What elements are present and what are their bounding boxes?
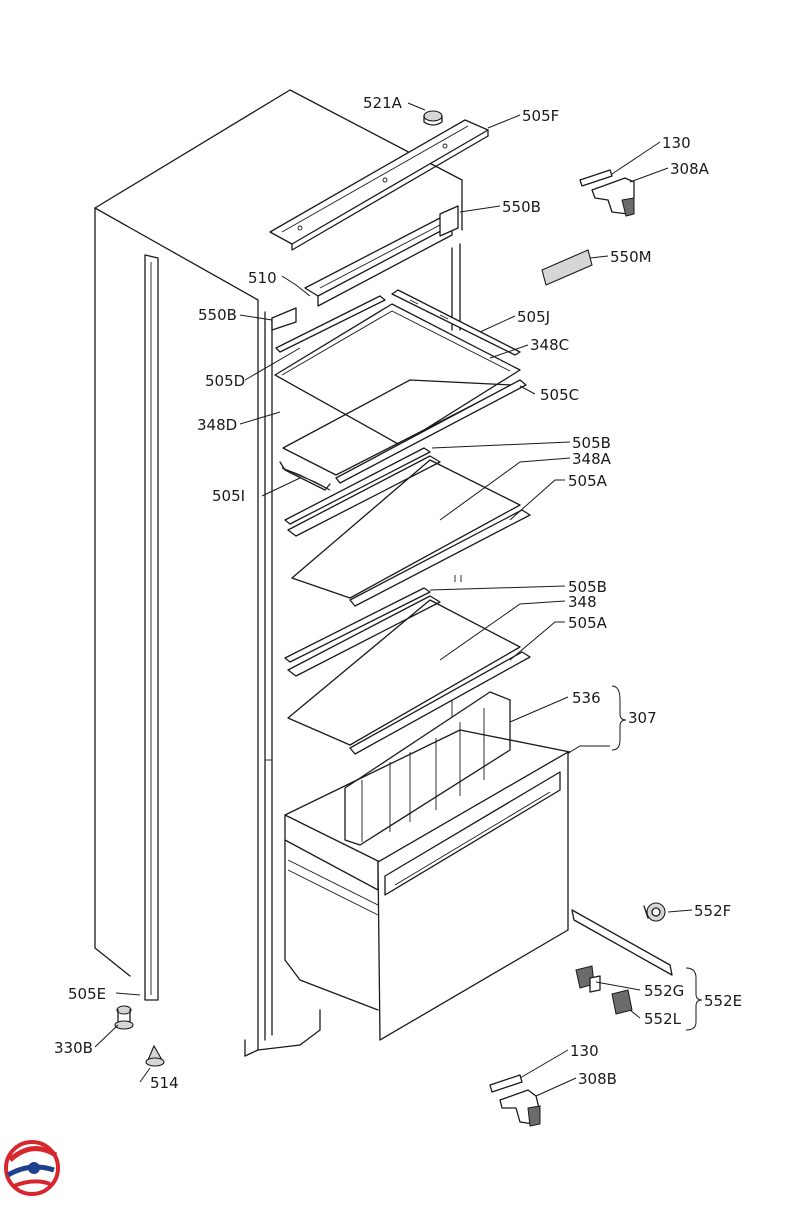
label-348a: 348A bbox=[572, 450, 612, 468]
label-552f: 552F bbox=[694, 902, 731, 920]
shelf-348a bbox=[284, 447, 531, 607]
bracket-550b-right bbox=[439, 205, 459, 237]
label-521a: 521A bbox=[363, 94, 403, 112]
shelf-group-top bbox=[274, 289, 527, 491]
hinge-308b bbox=[489, 1074, 541, 1127]
label-130-bottom: 130 bbox=[570, 1042, 599, 1060]
label-552l: 552L bbox=[644, 1010, 682, 1028]
seal-strip-505e bbox=[144, 254, 159, 1001]
label-308b: 308B bbox=[578, 1070, 617, 1088]
label-505e: 505E bbox=[68, 985, 106, 1003]
roller-552f bbox=[643, 902, 666, 922]
label-505j: 505J bbox=[517, 308, 550, 326]
label-505f: 505F bbox=[522, 107, 559, 125]
leader-lines bbox=[94, 102, 703, 1097]
cabinet-body bbox=[94, 89, 463, 1057]
plate-550m bbox=[541, 249, 593, 286]
bracket-552l bbox=[611, 989, 633, 1015]
label-348: 348 bbox=[568, 593, 597, 611]
foot-514 bbox=[145, 1044, 165, 1067]
brand-logo-icon bbox=[4, 1140, 60, 1196]
label-505a-1: 505A bbox=[568, 472, 608, 490]
label-505a-2: 505A bbox=[568, 614, 608, 632]
shelf-348 bbox=[284, 587, 531, 755]
label-510: 510 bbox=[248, 269, 277, 287]
bracket-552g bbox=[575, 965, 601, 993]
label-130-top: 130 bbox=[662, 134, 691, 152]
label-552g: 552G bbox=[644, 982, 684, 1000]
label-514: 514 bbox=[150, 1074, 179, 1092]
label-505b-1: 505B bbox=[572, 434, 611, 452]
label-536: 536 bbox=[572, 689, 601, 707]
slide-rail-552e bbox=[571, 909, 673, 976]
drawer-307 bbox=[284, 691, 571, 1041]
knob-521a bbox=[423, 110, 443, 126]
bracket-550b-left bbox=[271, 307, 297, 331]
hinge-308a bbox=[579, 169, 635, 217]
top-rail-505f bbox=[269, 119, 489, 251]
label-348d: 348D bbox=[197, 416, 237, 434]
foot-330b bbox=[114, 1005, 134, 1030]
label-308a: 308A bbox=[670, 160, 710, 178]
label-552e: 552E bbox=[704, 992, 742, 1010]
label-505i: 505I bbox=[212, 487, 245, 505]
label-550b-right: 550B bbox=[502, 198, 541, 216]
label-348c: 348C bbox=[530, 336, 569, 354]
label-505c: 505C bbox=[540, 386, 579, 404]
label-550m: 550M bbox=[610, 248, 652, 266]
label-307: 307 bbox=[628, 709, 657, 727]
light-cover-510 bbox=[304, 217, 453, 307]
label-330b: 330B bbox=[54, 1039, 93, 1057]
label-505b-2: 505B bbox=[568, 578, 607, 596]
label-550b-left: 550B bbox=[198, 306, 237, 324]
label-505d: 505D bbox=[205, 372, 245, 390]
part-labels: 521A 505F 130 308A 550B 550M 510 550B 50… bbox=[54, 94, 742, 1092]
